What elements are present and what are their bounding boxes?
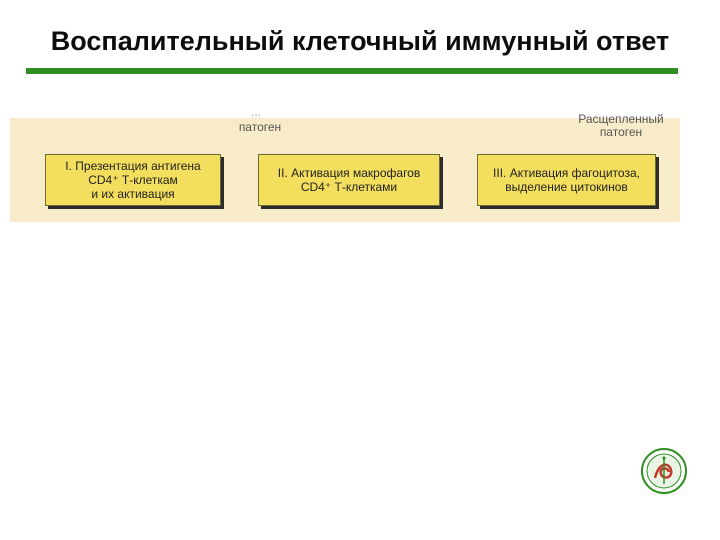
split-pathogen-label-line2: патоген — [599, 125, 643, 139]
step-box-2-text: II. Активация макрофагов CD4⁺ Т-клетками — [277, 166, 421, 194]
step-box-2: II. Активация макрофагов CD4⁺ Т-клетками — [258, 154, 440, 206]
slide-title: Воспалительный клеточный иммунный ответ — [50, 26, 670, 56]
partial-label-top: ... — [250, 105, 261, 119]
medical-emblem-icon — [641, 448, 687, 494]
step-box-1-text: I. Презентация антигена CD4⁺ Т-клеткам и… — [65, 159, 201, 201]
pathogen-label: патоген — [238, 120, 282, 134]
step-box-3-text: III. Активация фагоцитоза, выделение цит… — [493, 166, 640, 194]
title-divider — [26, 68, 678, 74]
split-pathogen-label-line1: Расщепленный — [578, 112, 664, 126]
step-box-3: III. Активация фагоцитоза, выделение цит… — [477, 154, 656, 206]
step-box-1: I. Презентация антигена CD4⁺ Т-клеткам и… — [45, 154, 221, 206]
